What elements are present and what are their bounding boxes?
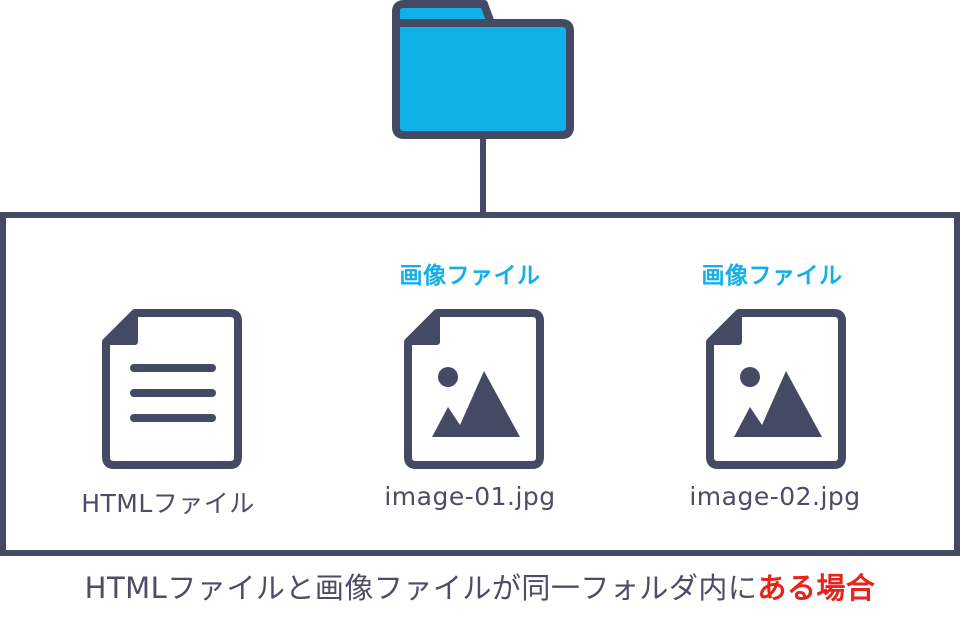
file-name-label: image-02.jpg [689, 482, 861, 511]
text-document-icon [102, 309, 242, 469]
file-name-label: HTMLファイル [81, 489, 255, 518]
image-file-tag: 画像ファイル [701, 263, 843, 289]
image-file-icon [404, 309, 544, 469]
image-file-icon [706, 309, 846, 469]
caption-emphasis: ある場合 [757, 571, 876, 605]
caption-text: HTMLファイルと画像ファイルが同一フォルダ内に [84, 571, 758, 605]
diagram-caption: HTMLファイルと画像ファイルが同一フォルダ内にある場合 [0, 565, 960, 607]
folder-contents-box [0, 212, 960, 556]
file-name-label: image-01.jpg [384, 482, 556, 511]
folder-icon [392, 0, 574, 139]
image-file-tag: 画像ファイル [399, 263, 541, 289]
